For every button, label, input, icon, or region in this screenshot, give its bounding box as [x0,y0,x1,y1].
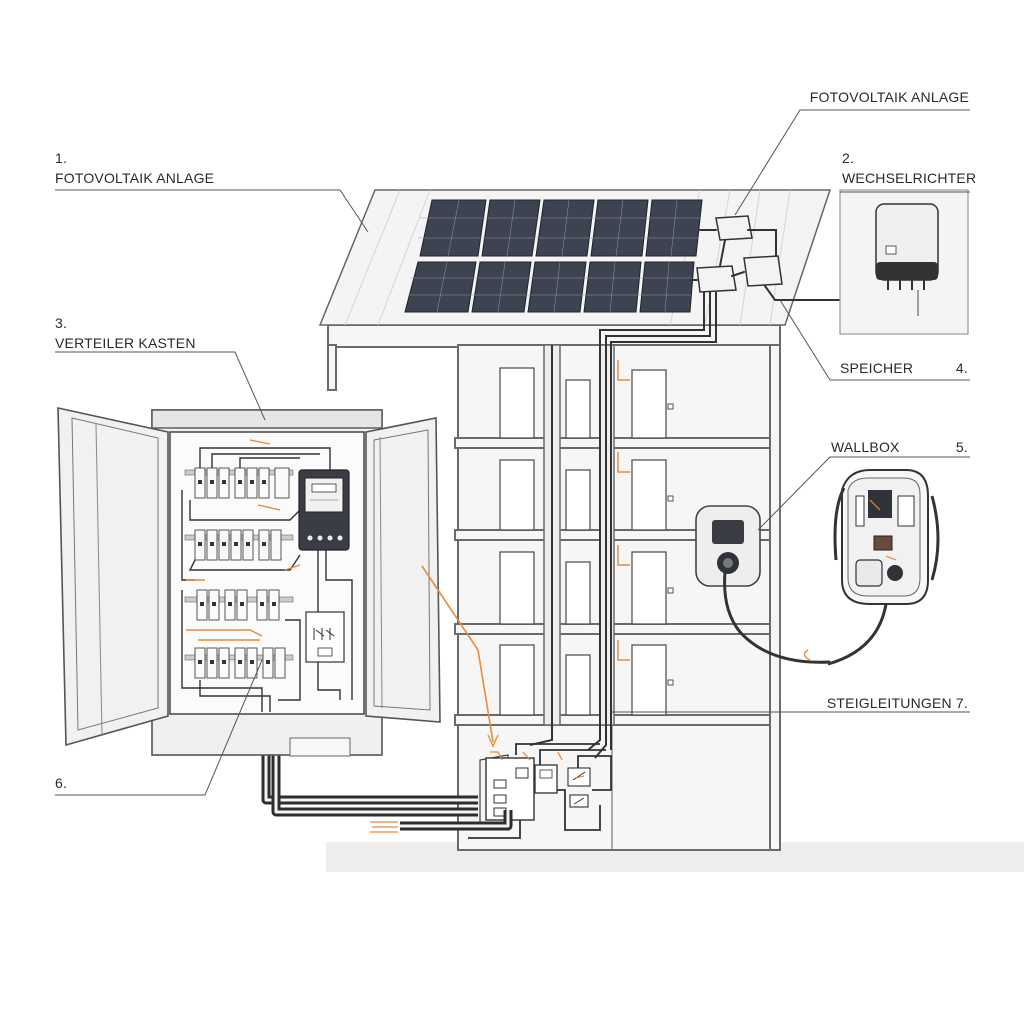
label-fotovoltaik-left: FOTOVOLTAIK ANLAGE [55,170,214,186]
cabinet-door-left [57,407,169,747]
distribution-cabinet [57,407,441,757]
label-speicher: SPEICHER [840,360,913,376]
label-number-4: 4. [956,360,968,376]
label-wallbox: WALLBOX [831,439,900,455]
electricity-meter [298,469,350,551]
basement-distribution [468,743,612,839]
cabinet-wiring [181,447,353,712]
cabinet-switch-box [305,611,345,663]
label-fotovoltaik-top: FOTOVOLTAIK ANLAGE [810,89,969,105]
cabinet-door-right [365,417,441,723]
wallbox-unit [695,505,831,664]
label-wechselrichter: WECHSELRICHTER [842,170,976,186]
label-number-3: 3. [55,315,67,331]
label-number-5: 5. [956,439,968,455]
solar-panel-array [404,199,703,313]
cabinet-orange-wires [186,439,301,641]
label-number-2: 2. [842,150,854,166]
wallbox-detail [827,469,940,666]
label-steigleitungen: STEIGLEITUNGEN 7. [827,695,968,711]
floor-feed-lines [617,360,630,661]
breaker-rows [184,467,294,679]
leader-lines [55,109,970,796]
roof [318,189,901,326]
label-number-6: 6. [55,775,67,791]
label-number-1: 1. [55,150,67,166]
label-verteiler-kasten: VERTEILER KASTEN [55,335,196,351]
floor-doors [499,367,667,716]
orange-feed-line [421,565,494,743]
inverter-detail [839,189,969,335]
